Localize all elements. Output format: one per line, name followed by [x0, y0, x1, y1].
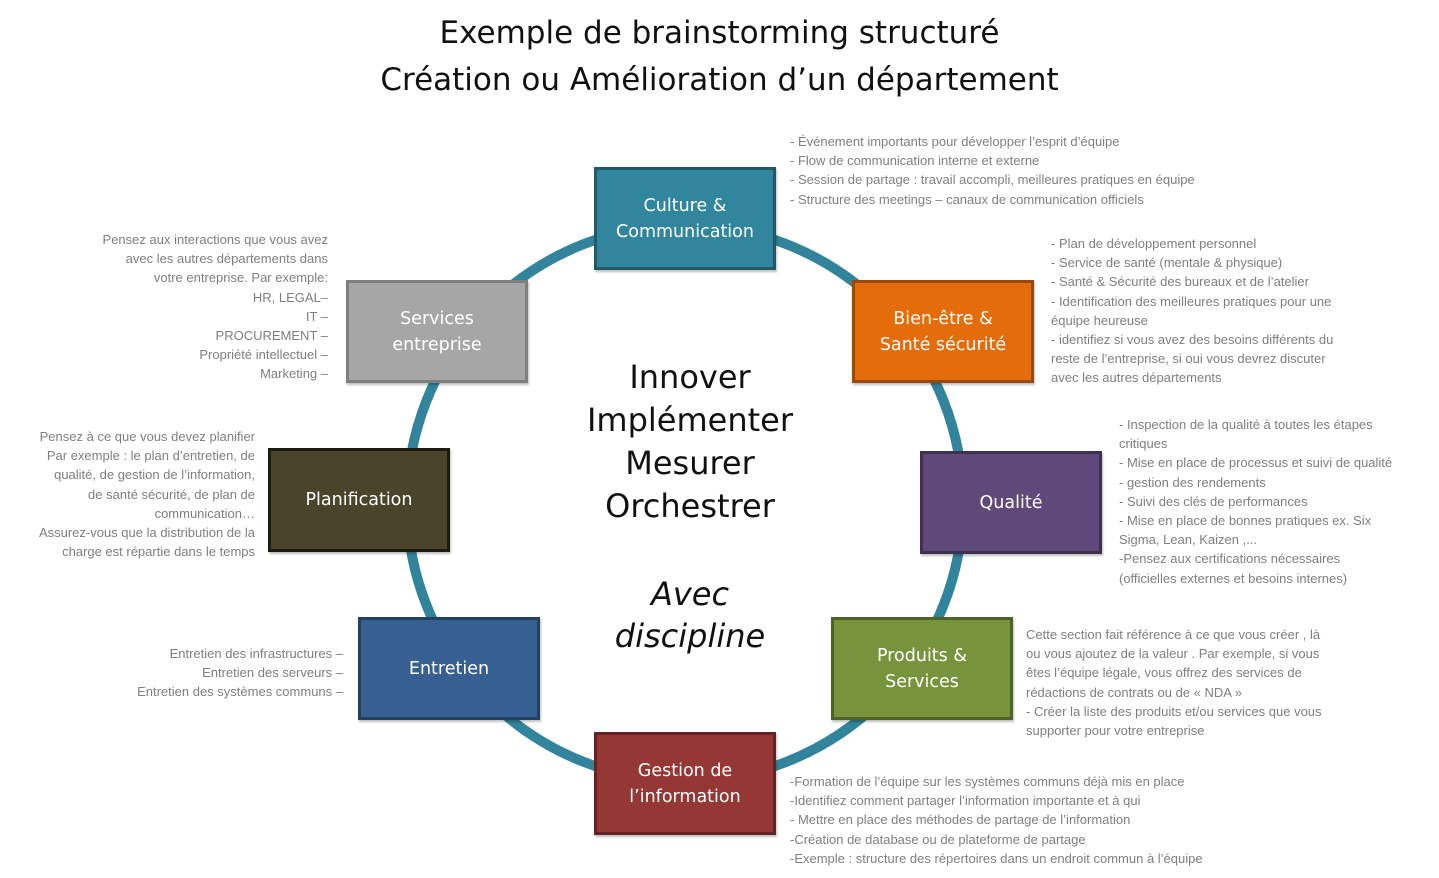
- notes-qualite: - Inspection de la qualité à toutes les …: [1119, 417, 1393, 586]
- node-entretien: Entretien: [358, 617, 540, 720]
- node-gestion-information: Gestion de l’information: [594, 732, 776, 835]
- node-label: Services entreprise: [392, 308, 482, 355]
- title-line-1: Exemple de brainstorming structuré: [439, 15, 1000, 51]
- node-services-entreprise: Services entreprise: [346, 280, 528, 383]
- node-culture-communication: Culture & Communication: [594, 167, 776, 270]
- notes-gestion: -Formation de l’équipe sur les systèmes …: [790, 774, 1203, 866]
- notes-produits: Cette section fait référence à ce que vo…: [1026, 627, 1322, 739]
- node-label: Bien-être & Santé sécurité: [879, 308, 1007, 355]
- notes-culture: - Événement importants pour développer l…: [790, 134, 1195, 207]
- verb-mesurer: Mesurer: [625, 444, 755, 482]
- node-bien-etre: Bien-être & Santé sécurité: [852, 280, 1034, 383]
- center-verbs: Innover Implémenter Mesurer Orchestrer: [540, 356, 840, 528]
- verb-innover: Innover: [629, 358, 751, 396]
- node-label: Planification: [305, 490, 413, 510]
- title-line-2: Création ou Amélioration d’un départemen…: [380, 62, 1059, 98]
- node-planification: Planification: [268, 448, 450, 552]
- node-qualite: Qualité: [920, 451, 1102, 554]
- verb-orchestrer: Orchestrer: [605, 487, 775, 525]
- node-label: Produits & Services: [876, 645, 967, 692]
- notes-services: Pensez aux interactions que vous avez av…: [102, 232, 328, 382]
- notes-planification: Pensez à ce que vous devez planifier Par…: [38, 429, 255, 560]
- verb-implementer: Implémenter: [586, 401, 794, 439]
- tagline-discipline: discipline: [614, 617, 766, 655]
- node-label: Gestion de l’information: [629, 760, 741, 807]
- center-tagline: Avec discipline: [540, 573, 840, 657]
- notes-entretien: Entretien des infrastructures – Entretie…: [137, 646, 343, 700]
- node-produits-services: Produits & Services: [831, 617, 1013, 720]
- node-label: Qualité: [979, 492, 1043, 513]
- diagram-title: Exemple de brainstorming structuré Créat…: [0, 10, 1439, 104]
- node-label: Culture & Communication: [616, 195, 754, 242]
- notes-bien-etre: - Plan de développement personnel - Serv…: [1051, 236, 1334, 386]
- tagline-avec: Avec: [650, 575, 730, 613]
- node-label: Entretien: [408, 658, 490, 679]
